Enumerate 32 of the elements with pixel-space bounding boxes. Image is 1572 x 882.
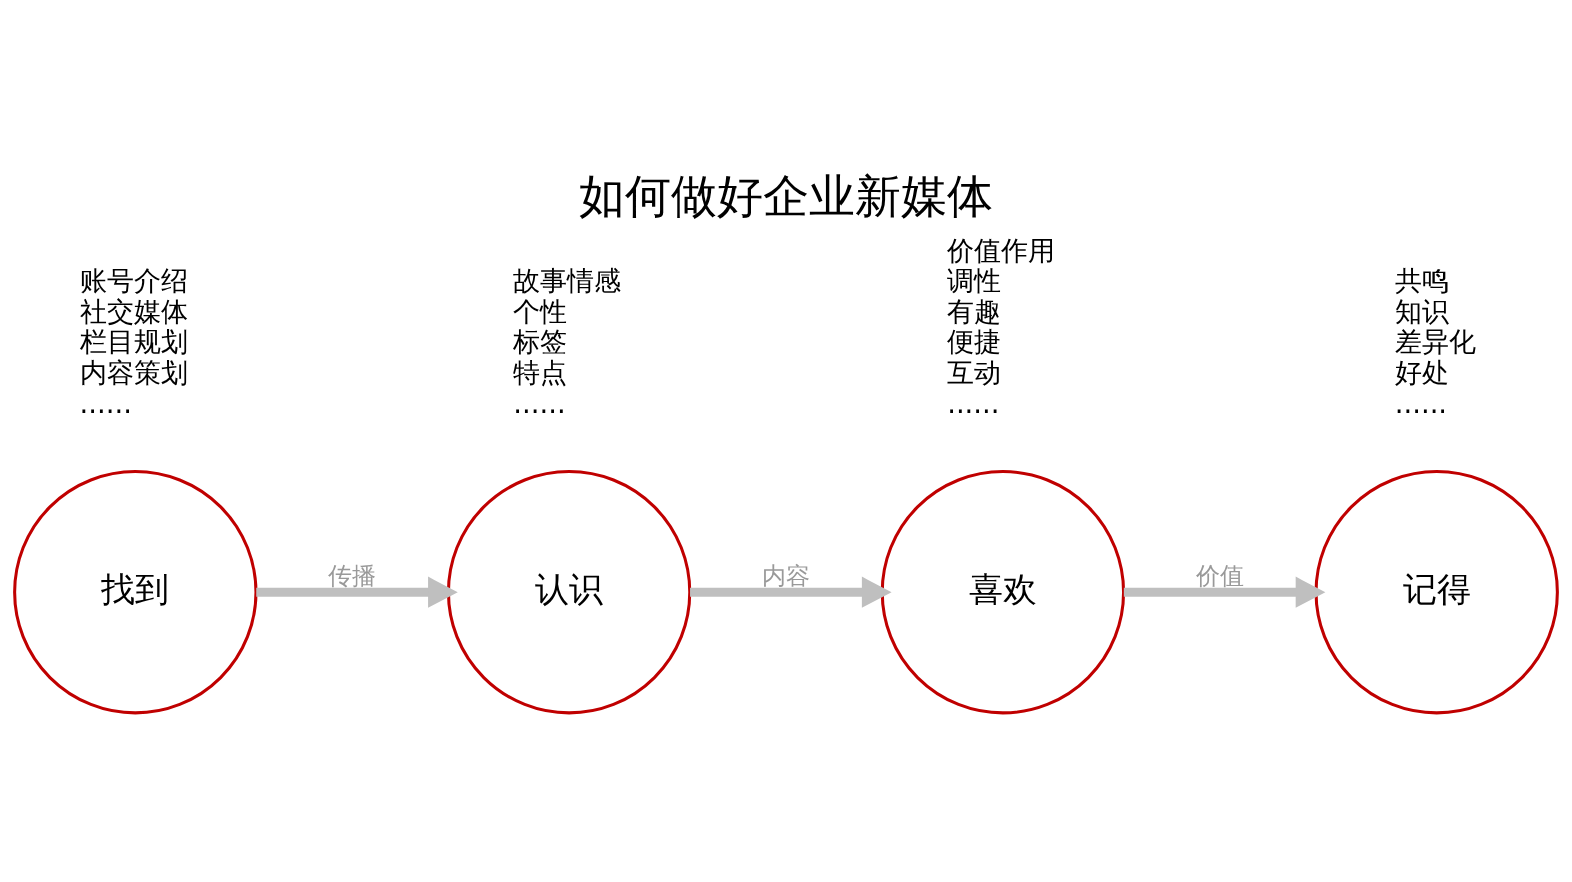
arrow [1123, 576, 1326, 608]
edge-label: 价值 [1195, 561, 1244, 591]
node-label: 调性 [947, 264, 1002, 297]
edge-label: 传播 [328, 561, 377, 591]
node-label: ...... [513, 386, 566, 419]
node-label: 栏目规划 [79, 325, 188, 358]
node-circle: 找到 [13, 470, 258, 715]
node-circle: 喜欢 [880, 470, 1126, 715]
node-circle: 认识 [446, 470, 692, 715]
node-label: 特点 [513, 356, 568, 389]
node-label: 共鸣 [1394, 264, 1449, 297]
node-label: ...... [79, 386, 132, 419]
node-label: 社交媒体 [79, 294, 188, 327]
node-circle: 记得 [1314, 470, 1559, 715]
edge-label: 内容 [762, 561, 810, 591]
node-label: 差异化 [1394, 325, 1476, 358]
node-label: 内容策划 [79, 356, 188, 389]
arrow [690, 576, 892, 608]
node-label: 账号介绍 [79, 264, 188, 297]
node-label: 故事情感 [513, 264, 622, 297]
node-label: 价值作用 [947, 233, 1056, 266]
node-label: ...... [1394, 386, 1448, 419]
diagram-title: 如何做好企业新媒体 [579, 168, 993, 223]
node-label: 个性 [513, 294, 568, 327]
arrow [256, 576, 458, 608]
node-label: ...... [947, 386, 1000, 419]
node-label: 便捷 [947, 325, 1002, 358]
node-label: 有趣 [947, 294, 1002, 327]
node-label: 标签 [513, 325, 568, 358]
node-label: 互动 [947, 356, 1002, 389]
node-label: 好处 [1394, 356, 1449, 389]
node-label: 知识 [1394, 294, 1449, 327]
